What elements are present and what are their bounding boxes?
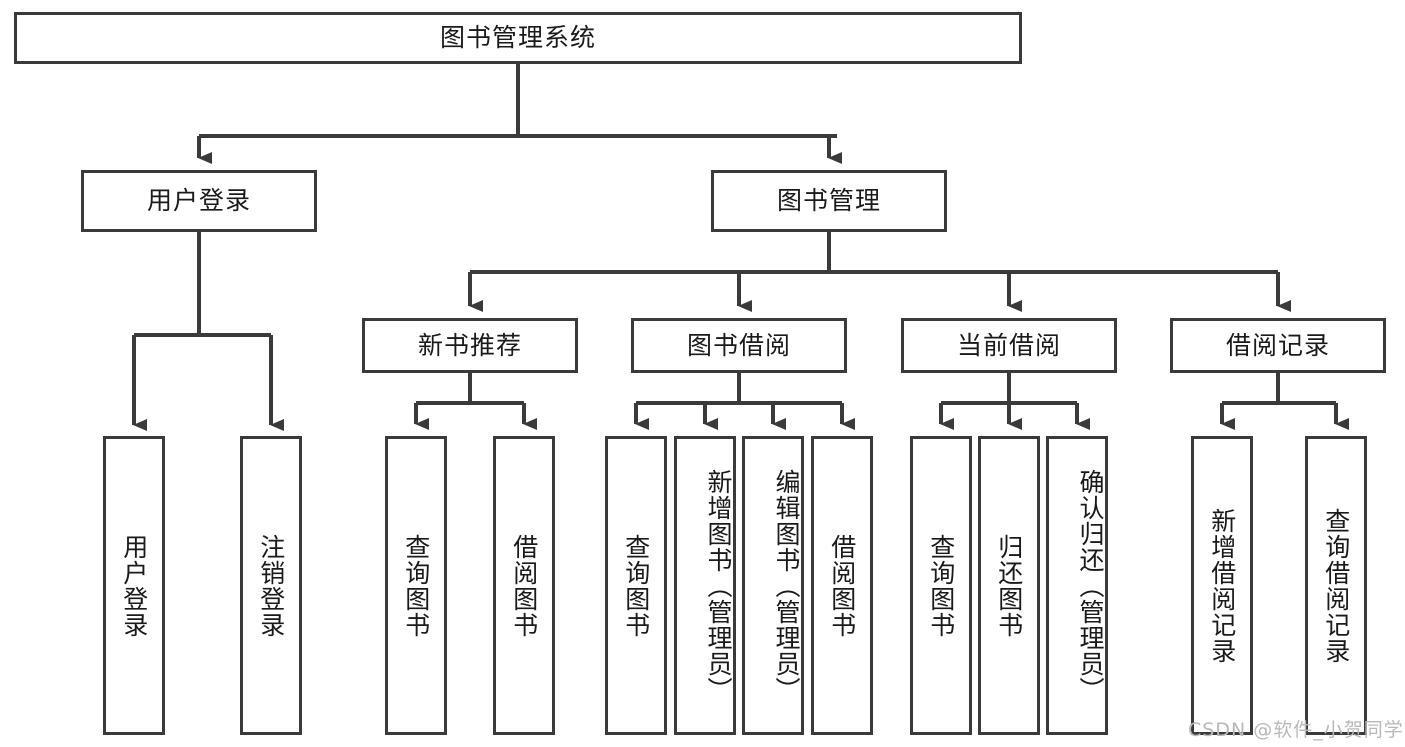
csdn-watermark: CSDN @软件_小贺同学 — [1188, 719, 1404, 741]
node-label: 新书推荐 — [417, 330, 522, 360]
leaf-add-book[interactable]: 新增图书（管理员） — [674, 436, 736, 735]
node-book-borrow[interactable]: 图书借阅 — [631, 318, 847, 373]
leaf-query-book-2[interactable]: 查询图书 — [605, 436, 667, 735]
node-system-root[interactable]: 图书管理系统 — [14, 12, 1022, 64]
node-label: 当前借阅 — [956, 330, 1061, 360]
node-label: 注销登录 — [256, 533, 286, 638]
leaf-add-record[interactable]: 新增借阅记录 — [1191, 436, 1253, 735]
leaf-borrow-book-1[interactable]: 借阅图书 — [493, 436, 555, 735]
node-label: 新增图书（管理员） — [704, 468, 733, 703]
node-label: 用户登录 — [119, 533, 149, 638]
node-label: 借阅图书 — [827, 533, 857, 638]
node-label: 查询借阅记录 — [1321, 507, 1351, 664]
leaf-query-book-1[interactable]: 查询图书 — [385, 436, 447, 735]
node-label: 图书管理 — [776, 186, 881, 216]
node-label: 编辑图书（管理员） — [772, 468, 801, 703]
leaf-user-login[interactable]: 用户登录 — [103, 436, 165, 735]
node-label: 图书管理系统 — [439, 23, 596, 53]
node-new-book-recommend[interactable]: 新书推荐 — [362, 318, 578, 373]
leaf-confirm-return[interactable]: 确认归还（管理员） — [1046, 436, 1108, 735]
node-current-borrow[interactable]: 当前借阅 — [901, 318, 1117, 373]
node-label: 查询图书 — [926, 533, 956, 638]
node-user-login[interactable]: 用户登录 — [81, 170, 317, 232]
node-label: 图书借阅 — [686, 330, 791, 360]
leaf-logout-login[interactable]: 注销登录 — [240, 436, 302, 735]
leaf-return-book[interactable]: 归还图书 — [978, 436, 1040, 735]
node-book-manage[interactable]: 图书管理 — [711, 170, 947, 232]
leaf-edit-book[interactable]: 编辑图书（管理员） — [742, 436, 804, 735]
node-label: 新增借阅记录 — [1207, 507, 1237, 664]
leaf-query-book-3[interactable]: 查询图书 — [910, 436, 972, 735]
leaf-borrow-book-2[interactable]: 借阅图书 — [811, 436, 873, 735]
node-label: 确认归还（管理员） — [1076, 468, 1105, 703]
node-label: 查询图书 — [621, 533, 651, 638]
node-label: 借阅图书 — [509, 533, 539, 638]
node-label: 归还图书 — [994, 533, 1024, 638]
node-label: 借阅记录 — [1225, 330, 1330, 360]
node-borrow-record[interactable]: 借阅记录 — [1170, 318, 1386, 373]
node-label: 查询图书 — [401, 533, 431, 638]
node-label: 用户登录 — [146, 186, 251, 216]
leaf-query-record[interactable]: 查询借阅记录 — [1305, 436, 1367, 735]
